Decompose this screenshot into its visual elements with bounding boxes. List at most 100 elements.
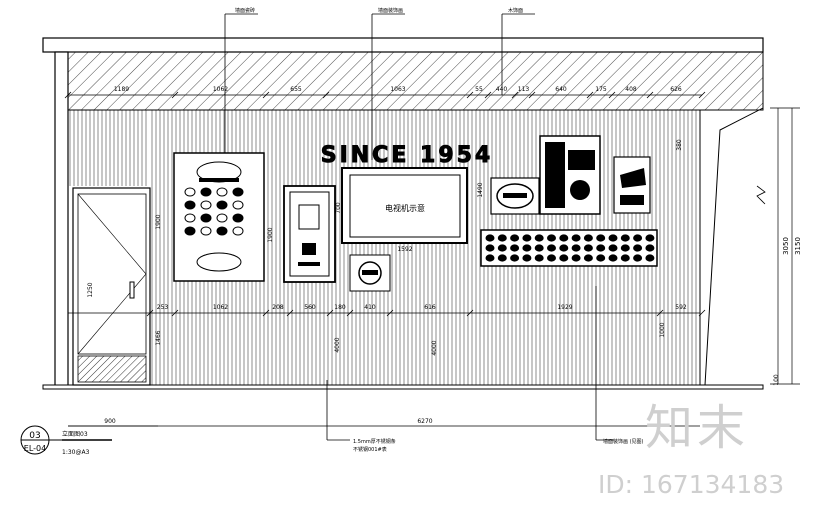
dim-label-mid: 253 bbox=[157, 304, 169, 311]
dish-icon bbox=[510, 254, 520, 262]
ingredient-icon bbox=[200, 213, 212, 223]
dim-label-top: 1189 bbox=[114, 86, 129, 93]
dish-icon bbox=[645, 234, 655, 242]
dish-icon bbox=[633, 254, 643, 262]
ingredient-icon bbox=[216, 187, 228, 197]
logo-panel bbox=[349, 254, 391, 292]
dish-icon bbox=[534, 244, 544, 252]
floor-slab bbox=[42, 384, 764, 390]
dim-label-mid: 208 bbox=[272, 304, 284, 311]
dish-icon bbox=[559, 234, 569, 242]
dim-label-mid: 180 bbox=[334, 304, 346, 311]
door bbox=[72, 187, 151, 386]
dim-label-mid: 410 bbox=[364, 304, 376, 311]
dish-icon bbox=[645, 244, 655, 252]
dim-tick bbox=[656, 309, 664, 317]
callout-wood-veneer: 木饰面 bbox=[508, 7, 523, 14]
dim-label-top: 408 bbox=[625, 86, 637, 93]
ingredient-icon bbox=[184, 200, 196, 210]
dish-icon bbox=[583, 234, 593, 242]
collage-poster bbox=[539, 135, 601, 215]
dish-icon bbox=[497, 234, 507, 242]
tv-label: 电视机示意 bbox=[385, 203, 425, 213]
dim-tv-base: 4000 bbox=[334, 337, 341, 352]
dish-icon bbox=[571, 234, 581, 242]
dish-icon bbox=[583, 254, 593, 262]
ingredient-icon bbox=[216, 226, 228, 236]
dim-left-base: 1466 bbox=[155, 330, 162, 345]
dim-tick bbox=[466, 309, 474, 317]
dim-tv-width: 1592 bbox=[397, 246, 412, 253]
badge-panel bbox=[490, 177, 540, 215]
dim-label-top: 113 bbox=[518, 86, 530, 93]
dish-icon bbox=[510, 244, 520, 252]
dish-icon bbox=[620, 254, 630, 262]
dish-icon bbox=[608, 244, 618, 252]
dim-poster-height: 1900 bbox=[267, 227, 274, 242]
dish-icon bbox=[497, 244, 507, 252]
dim-label-top: 175 bbox=[595, 86, 607, 93]
watermark-id: ID: 167134183 bbox=[598, 470, 785, 499]
dish-icon bbox=[596, 254, 606, 262]
ingredient-icon bbox=[216, 200, 228, 210]
dish-icon bbox=[522, 254, 532, 262]
dim-tick bbox=[322, 91, 330, 99]
dim-tick bbox=[608, 91, 616, 99]
dim-tv-height: 700 bbox=[335, 202, 342, 214]
dim-total-height-b: 3150 bbox=[794, 237, 802, 255]
dim-logo-base: 4000 bbox=[431, 340, 438, 355]
dim-tick bbox=[698, 91, 706, 99]
framed-sign-small bbox=[283, 185, 336, 283]
dish-icon bbox=[633, 244, 643, 252]
dish-icon bbox=[571, 254, 581, 262]
dim-door-height: 1900 bbox=[155, 214, 162, 229]
dim-label-top: 655 bbox=[290, 86, 302, 93]
ingredient-icon bbox=[232, 187, 244, 197]
ceiling-slab bbox=[42, 37, 764, 53]
dim-tick bbox=[64, 91, 72, 99]
dim-total-height-a: 3050 bbox=[782, 237, 790, 255]
door-kickplate bbox=[77, 355, 147, 383]
dim-tick bbox=[511, 91, 519, 99]
dim-label-mid: 1929 bbox=[557, 304, 572, 311]
ingredient-icon bbox=[232, 213, 244, 223]
ingredient-icon bbox=[184, 226, 196, 236]
dish-icon bbox=[485, 234, 495, 242]
dim-bottom-left: 900 bbox=[104, 418, 116, 425]
dish-icon bbox=[583, 244, 593, 252]
title-scale: 1:30@A3 bbox=[62, 449, 90, 456]
dish-display-panel bbox=[480, 229, 658, 267]
dim-tick bbox=[484, 91, 492, 99]
dim-badge-height: 1490 bbox=[477, 182, 484, 197]
dish-icon bbox=[645, 254, 655, 262]
cow-icon bbox=[620, 168, 646, 188]
sign-lettering: SINCE 1954 bbox=[321, 143, 494, 168]
left-column bbox=[54, 51, 69, 389]
dish-icon bbox=[497, 254, 507, 262]
dim-label-mid: 592 bbox=[675, 304, 687, 311]
dish-icon bbox=[534, 254, 544, 262]
dish-icon bbox=[608, 234, 618, 242]
dim-label-mid: 1062 bbox=[213, 304, 228, 311]
dim-tick bbox=[146, 309, 154, 317]
dim-tick bbox=[466, 91, 474, 99]
dim-top-right: 380 bbox=[676, 139, 683, 151]
ingredient-icon bbox=[200, 226, 212, 236]
callout-steel-finish: 不锈钢001#表 bbox=[353, 446, 387, 453]
dim-tick bbox=[586, 91, 594, 99]
ingredient-icon bbox=[216, 213, 228, 223]
dimension-line-top bbox=[68, 94, 800, 427]
burger-poster bbox=[173, 152, 265, 282]
tv-screen: 电视机示意 bbox=[341, 167, 468, 244]
dim-bottom-total: 6270 bbox=[417, 418, 432, 425]
dish-icon bbox=[534, 234, 544, 242]
dish-icon bbox=[559, 254, 569, 262]
ingredient-icon bbox=[200, 200, 212, 210]
dim-tick bbox=[346, 309, 354, 317]
dish-icon bbox=[559, 244, 569, 252]
dish-icon bbox=[485, 254, 495, 262]
dim-tick bbox=[528, 91, 536, 99]
dim-label-top: 440 bbox=[496, 86, 508, 93]
